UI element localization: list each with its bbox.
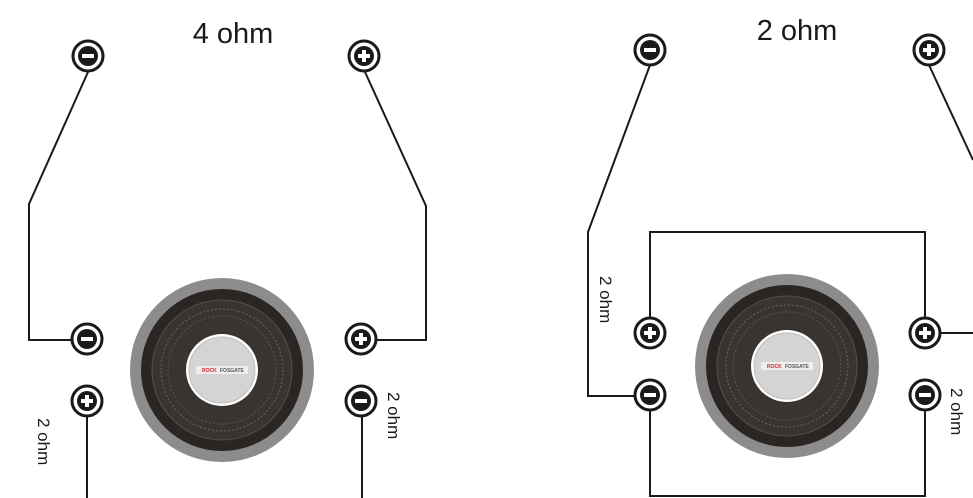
right-coil-right-label: 2 ohm xyxy=(947,388,966,435)
right-coil-left-label: 2 ohm xyxy=(596,276,615,323)
right-coil2-negative-terminal-icon xyxy=(908,378,942,412)
left-coil-left-label: 2 ohm xyxy=(34,418,53,465)
right-title: 2 ohm xyxy=(757,15,838,47)
right-wire-positive-bridge xyxy=(649,231,926,318)
left-sub-logo: ROCK xyxy=(202,368,217,374)
right-wire-negative xyxy=(587,64,651,397)
left-coil-right-label: 2 ohm xyxy=(384,392,403,439)
left-coil2-positive-terminal-icon xyxy=(344,322,378,356)
left-title: 4 ohm xyxy=(193,18,274,50)
right-subwoofer: ROCK FOSGATE xyxy=(694,273,880,459)
left-amp-negative-terminal-icon xyxy=(71,39,105,73)
left-coil1-positive-terminal-icon xyxy=(70,384,104,418)
left-sub-logo-sub: FOSGATE xyxy=(220,368,244,374)
left-amp-positive-terminal-icon xyxy=(347,39,381,73)
left-diagram: 4 ohm ROCK FOSGATE 2 ohm 2 ohm xyxy=(28,18,427,498)
right-coil2-positive-terminal-icon xyxy=(908,316,942,350)
right-wire-positive xyxy=(928,64,973,161)
left-wire-negative xyxy=(28,71,89,341)
right-coil1-positive-terminal-icon xyxy=(633,316,667,350)
left-coil1-negative-terminal-icon xyxy=(70,322,104,356)
right-amp-negative-terminal-icon xyxy=(633,33,667,67)
left-wire-positive xyxy=(364,71,427,341)
left-coil2-negative-terminal-icon xyxy=(344,384,378,418)
right-coil1-negative-terminal-icon xyxy=(633,378,667,412)
right-wire-negative-bridge xyxy=(649,410,926,497)
right-sub-logo: ROCK xyxy=(767,364,782,370)
left-subwoofer: ROCK FOSGATE xyxy=(129,277,315,463)
right-diagram: 2 ohm ROCK FOSGATE 2 ohm 2 ohm xyxy=(587,15,973,497)
right-amp-positive-terminal-icon xyxy=(912,33,946,67)
right-sub-logo-sub: FOSGATE xyxy=(785,364,809,370)
